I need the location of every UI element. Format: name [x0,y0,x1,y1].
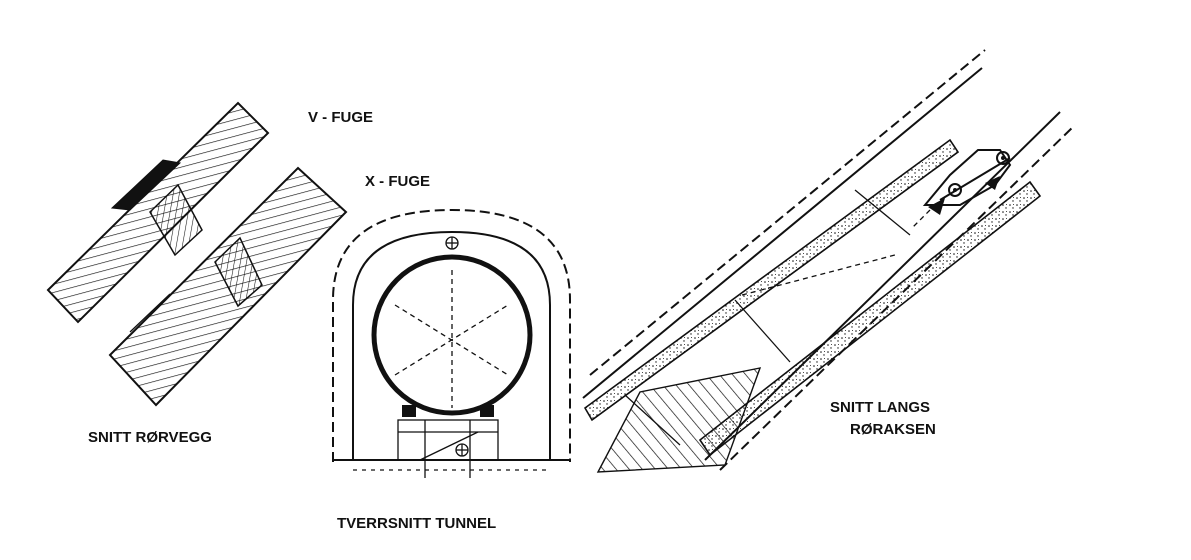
pipe-support-right [480,405,494,417]
axial-section [582,49,1076,473]
x-joint-weld [214,236,263,308]
transport-vehicle [911,149,1012,229]
tunnel-cross-section [332,208,571,478]
pipe-circle [371,254,533,416]
upper-tunnel-line [582,67,983,399]
v-joint-label: V - FUGE [308,109,373,126]
x-joint-label: X - FUGE [365,173,430,190]
upper-rock-boundary [589,49,986,376]
upper-pipe-wall [583,138,960,422]
internal-brace [734,299,791,363]
pipe-support-left [402,405,416,417]
rock-mass-hatched [596,367,762,473]
internal-brace-2 [854,189,911,236]
pipe-cradle [397,419,499,461]
axial-section-label-2: RØRAKSEN [850,421,936,438]
v-joint-cap [110,159,182,211]
lower-rock-boundary [719,124,1076,471]
wall-section-label: SNITT RØRVEGG [88,429,212,446]
pipe-bracing-diag-2 [394,304,509,376]
tunnel-rock-outline [332,208,571,462]
lower-tunnel-line [704,111,1061,461]
v-joint-weld [149,183,203,257]
pipe-wall-section [46,101,348,407]
internal-brace-3 [624,394,681,446]
axial-section-label-1: SNITT LANGS [830,399,930,416]
x-joint-tick [129,293,171,333]
tunnel-section-label: TVERRSNITT TUNNEL [337,515,496,532]
tunnel-inner-outline [352,230,551,460]
